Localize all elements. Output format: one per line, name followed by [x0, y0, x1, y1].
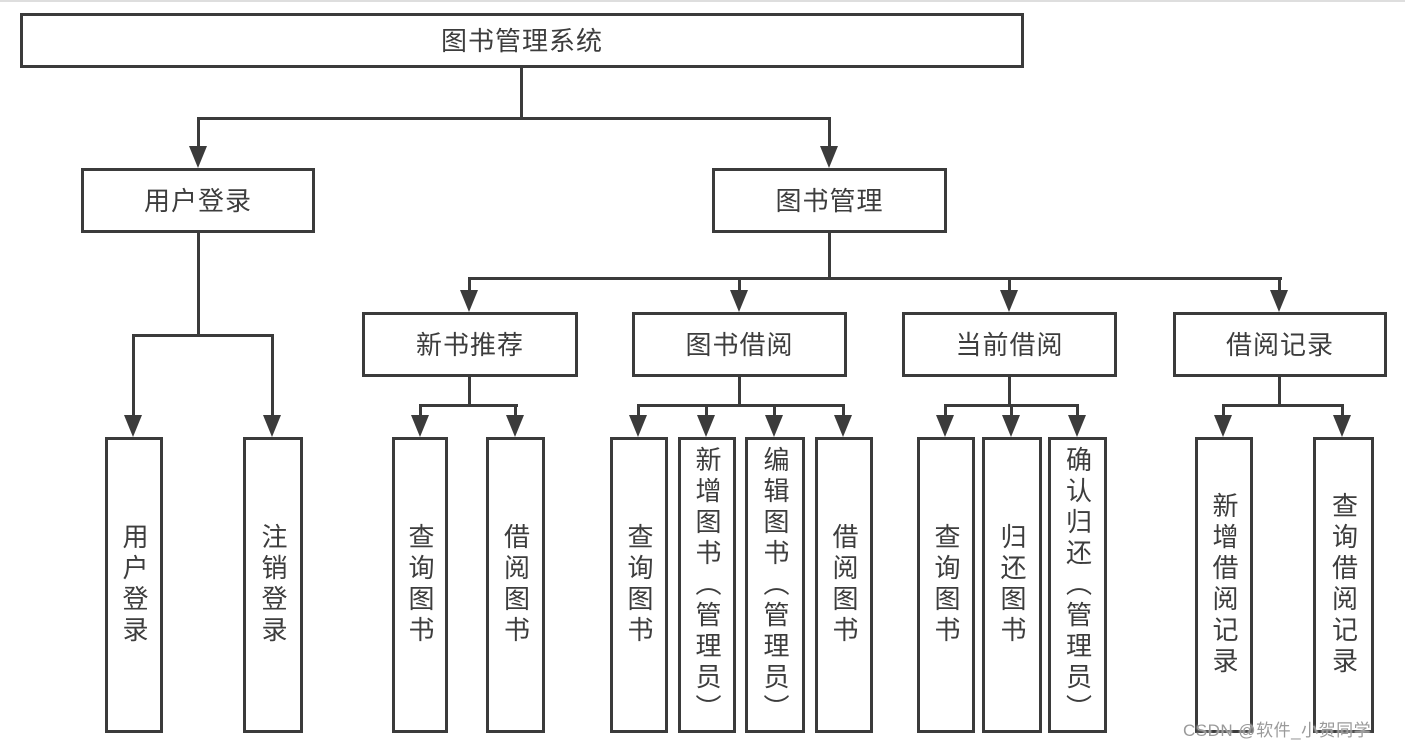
arrowhead-icon	[506, 415, 524, 437]
leaf-return-book: 归还图书	[982, 437, 1042, 733]
connector-stem-leaf-login	[132, 334, 135, 418]
leaf-label: 注销登录	[258, 523, 288, 647]
arrowhead-icon	[936, 415, 954, 437]
node-label: 图书借阅	[685, 329, 794, 360]
arrowhead-icon	[697, 415, 715, 437]
connector-root-vertical	[520, 68, 523, 118]
node-label: 图书管理系统	[440, 25, 603, 56]
arrowhead-icon	[1214, 415, 1232, 437]
connector-stem	[773, 404, 776, 418]
leaf-query-borrow-record: 查询借阅记录	[1313, 437, 1374, 733]
leaf-label: 用户登录	[119, 523, 149, 647]
connector-current-borrow-vertical	[1008, 377, 1011, 407]
leaf-label: 查询图书	[624, 523, 654, 647]
connector-stem	[944, 404, 947, 418]
leaf-query-books-current: 查询图书	[917, 437, 975, 733]
arrowhead-icon	[834, 415, 852, 437]
leaf-label: 查询借阅记录	[1328, 492, 1359, 678]
arrowhead-icon	[730, 290, 748, 312]
leaf-label: 归还图书	[997, 523, 1027, 647]
connector-borrow-records-vertical	[1278, 377, 1281, 407]
leaf-label: 查询图书	[405, 523, 435, 647]
leaf-label: 编辑图书（管理员）	[760, 445, 790, 725]
leaf-query-books-recommend: 查询图书	[392, 437, 448, 733]
leaf-label: 新增图书（管理员）	[692, 445, 722, 725]
leaf-add-book-admin: 新增图书（管理员）	[678, 437, 736, 733]
connector-stem-book-borrow	[738, 277, 741, 293]
arrowhead-icon	[820, 146, 838, 168]
connector-book-mgmt-vertical	[828, 233, 831, 280]
connector-book-mgmt-horizontal	[468, 277, 1282, 280]
arrowhead-icon	[411, 415, 429, 437]
arrowhead-icon	[460, 290, 478, 312]
connector-stem	[1010, 404, 1013, 418]
connector-stem-leaf-logout	[271, 334, 274, 418]
arrowhead-icon	[1002, 415, 1020, 437]
connector-stem	[514, 404, 517, 418]
leaf-query-books-borrowing: 查询图书	[610, 437, 668, 733]
connector-user-login-vertical	[197, 233, 200, 337]
leaf-label: 借阅图书	[829, 523, 859, 647]
node-new-book-recommend: 新书推荐	[362, 312, 578, 377]
connector-book-borrow-vertical	[738, 377, 741, 407]
node-root-system: 图书管理系统	[20, 13, 1024, 68]
connector-book-borrow-horizontal	[637, 404, 845, 407]
connector-stem	[1341, 404, 1344, 418]
connector-stem	[419, 404, 422, 418]
leaf-add-borrow-record: 新增借阅记录	[1195, 437, 1253, 733]
leaf-logout: 注销登录	[243, 437, 303, 733]
connector-new-books-vertical	[468, 377, 471, 407]
connector-new-books-horizontal	[419, 404, 518, 407]
arrowhead-icon	[1333, 415, 1351, 437]
connector-user-login-horizontal	[132, 334, 274, 337]
leaf-borrow-books-borrowing: 借阅图书	[815, 437, 873, 733]
node-user-login: 用户登录	[81, 168, 315, 233]
leaf-borrow-books-recommend: 借阅图书	[486, 437, 545, 733]
connector-stem-new-books	[468, 277, 471, 293]
node-book-management: 图书管理	[712, 168, 947, 233]
leaf-edit-book-admin: 编辑图书（管理员）	[745, 437, 805, 733]
arrowhead-icon	[1270, 290, 1288, 312]
node-label: 图书管理	[775, 185, 884, 216]
connector-stem-book-mgmt	[828, 117, 831, 151]
node-label: 借阅记录	[1225, 329, 1334, 360]
top-edge-artifact	[0, 0, 1405, 2]
leaf-confirm-return-admin: 确认归还（管理员）	[1048, 437, 1107, 733]
connector-root-horizontal	[197, 117, 831, 120]
csdn-watermark: CSDN @软件_小贺同学	[1183, 721, 1372, 740]
connector-stem-borrow-records	[1278, 277, 1281, 293]
leaf-user-login: 用户登录	[105, 437, 163, 733]
node-current-borrowing: 当前借阅	[902, 312, 1117, 377]
node-label: 用户登录	[143, 185, 252, 216]
connector-stem	[637, 404, 640, 418]
arrowhead-icon	[1068, 415, 1086, 437]
connector-stem-user-login	[197, 117, 200, 151]
connector-stem	[842, 404, 845, 418]
arrowhead-icon	[629, 415, 647, 437]
leaf-label: 借阅图书	[500, 523, 531, 647]
arrowhead-icon	[124, 415, 142, 437]
node-label: 新书推荐	[415, 329, 524, 360]
node-borrow-records: 借阅记录	[1173, 312, 1387, 377]
arrowhead-icon	[1000, 290, 1018, 312]
connector-stem	[1076, 404, 1079, 418]
connector-stem	[705, 404, 708, 418]
connector-stem	[1222, 404, 1225, 418]
connector-borrow-records-horizontal	[1222, 404, 1344, 407]
leaf-label: 新增借阅记录	[1209, 492, 1239, 678]
leaf-label: 查询图书	[931, 523, 961, 647]
connector-stem-current-borrow	[1008, 277, 1011, 293]
arrowhead-icon	[765, 415, 783, 437]
arrowhead-icon	[189, 146, 207, 168]
leaf-label: 确认归还（管理员）	[1062, 445, 1093, 725]
node-book-borrowing: 图书借阅	[632, 312, 847, 377]
node-label: 当前借阅	[955, 329, 1064, 360]
arrowhead-icon	[263, 415, 281, 437]
